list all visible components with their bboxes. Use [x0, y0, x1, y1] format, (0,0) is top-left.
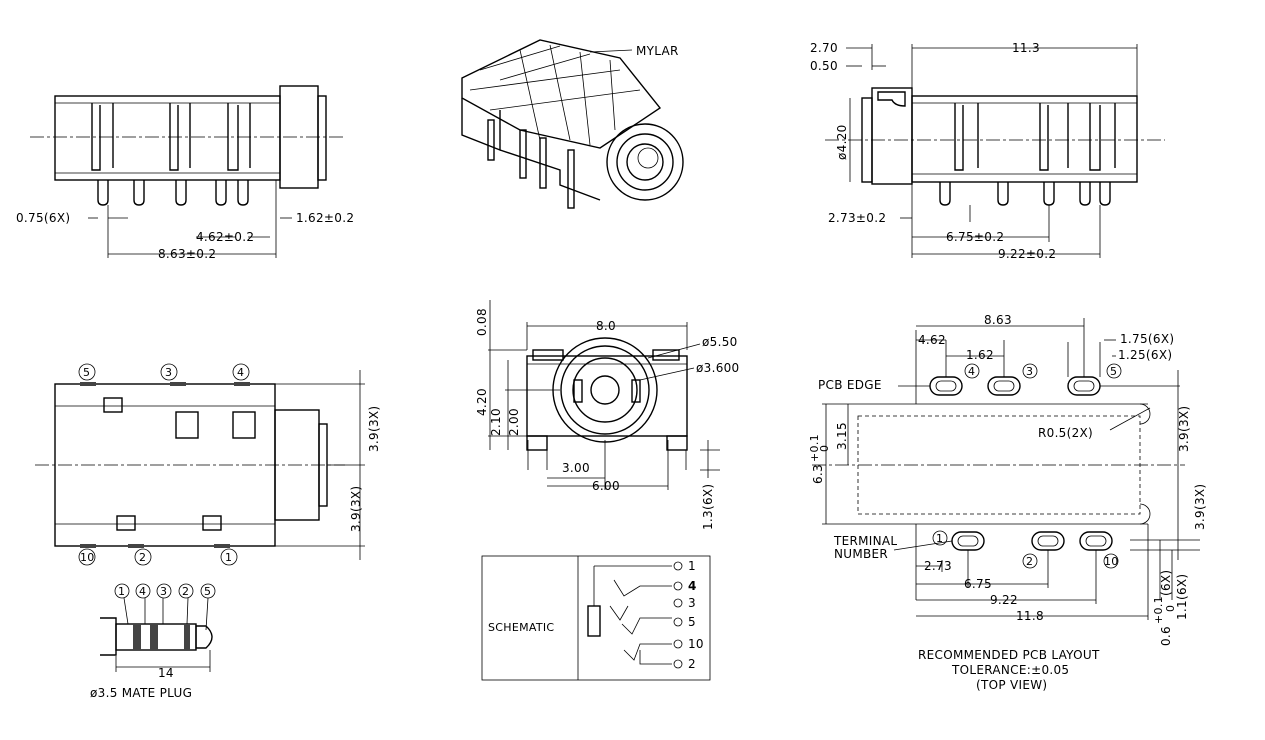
top-view-left: 5 3 4 10 2 1 3.9(3X) 3.9(3X) [35, 363, 381, 566]
dim-06-tol-minus: 0 [1164, 605, 1177, 612]
dim-420: ø4.20 [835, 124, 849, 160]
mate-plug: 1 4 3 2 5 14 ø3.5 MATE PLUG [90, 583, 216, 700]
dim-113: 11.3 [1012, 41, 1040, 55]
dim-550: ø5.50 [702, 335, 738, 349]
dim-210: 2.10 [489, 408, 503, 436]
pcb-layout: 4 3 5 1 2 10 8.63 4.62 1.62 1.75(6X) 1.2… [808, 313, 1207, 692]
dim-39-top: 3.9(3X) [1177, 406, 1191, 452]
dim-80: 8.0 [596, 319, 616, 333]
pin-label: 5 [83, 366, 90, 379]
dim-14: 14 [158, 666, 174, 680]
dim-63-tol-minus: 0 [818, 445, 831, 452]
dim-315: 3.15 [835, 422, 849, 450]
dim-273: 2.73 [924, 559, 952, 573]
pin-label: 1 [225, 551, 232, 564]
dim-06: 0.6 [1159, 626, 1173, 646]
dim-600: 6.00 [592, 479, 620, 493]
pin-labels-top: 5 3 4 [78, 363, 250, 381]
ring-label: 4 [139, 585, 146, 598]
dim-863: 8.63 [984, 313, 1012, 327]
pcb-caption: TOLERANCE:±0.05 [951, 663, 1069, 677]
pad-label: 3 [1026, 365, 1033, 378]
pad-label: 2 [1026, 555, 1033, 568]
pad-label: 10 [1104, 555, 1119, 568]
schematic-pin: 3 [688, 596, 696, 610]
dim-050: 0.50 [810, 59, 838, 73]
pad-label: 1 [936, 532, 943, 545]
schematic-title: SCHEMATIC [488, 621, 554, 634]
pad-label: 4 [968, 365, 975, 378]
dim-462: 4.62 [918, 333, 946, 347]
ring-label: 1 [118, 585, 125, 598]
pin-label: 2 [139, 551, 146, 564]
dim-675: 6.75 [964, 577, 992, 591]
dim-420: 4.20 [475, 388, 489, 416]
ring-label: 2 [182, 585, 189, 598]
dim-06-suffix: (6X) [1159, 570, 1173, 596]
side-view-right: 2.70 0.50 11.3 ø4.20 2.73±0.2 6.75±0.2 9… [810, 41, 1165, 261]
pad-label: 5 [1110, 365, 1117, 378]
pin-labels-bottom: 10 2 1 [78, 548, 238, 566]
front-view: 0.08 8.0 ø5.50 ø3.600 4.20 2.10 2.00 3.0… [475, 300, 740, 530]
schematic-pin: 5 [688, 615, 696, 629]
terminal-number-label: NUMBER [834, 547, 888, 561]
schematic-pin: 10 [688, 637, 704, 651]
isometric-view: MYLAR [461, 39, 684, 209]
dim-39-bot: 3.9(3X) [1193, 484, 1207, 530]
ring-label: 5 [204, 585, 211, 598]
schematic-pin: 2 [688, 657, 696, 671]
plug-caption: ø3.5 MATE PLUG [90, 686, 192, 700]
pcb-caption: (TOP VIEW) [976, 678, 1047, 692]
pcb-edge-label: PCB EDGE [818, 378, 882, 392]
pin-label: 3 [165, 366, 172, 379]
dim-13: 1.3(6X) [701, 484, 715, 530]
dim-273: 2.73±0.2 [828, 211, 886, 225]
dim-63: 6.3 [811, 464, 825, 484]
schematic: SCHEMATIC 1 4 3 5 10 2 [481, 555, 711, 681]
dim-11: 1.1(6X) [1175, 574, 1189, 620]
dim-270: 2.70 [810, 41, 838, 55]
dim-200: 2.00 [507, 408, 521, 436]
pin-label: 4 [237, 366, 244, 379]
ring-label: 3 [160, 585, 167, 598]
pin-label: 10 [80, 551, 95, 564]
dim-3600: ø3.600 [696, 361, 740, 375]
dim-mid: 4.62±0.2 [196, 230, 254, 244]
dim-175: 1.75(6X) [1120, 332, 1174, 346]
dim-39-top: 3.9(3X) [367, 406, 381, 452]
dim-right-offset: 1.62±0.2 [296, 211, 354, 225]
dim-008: 0.08 [475, 308, 489, 336]
dim-terminal-width: 0.75(6X) [16, 211, 70, 225]
dim-922: 9.22±0.2 [998, 247, 1056, 261]
radius-label: R0.5(2X) [1038, 426, 1093, 440]
dim-118: 11.8 [1016, 609, 1044, 623]
dim-922: 9.22 [990, 593, 1018, 607]
dim-162: 1.62 [966, 348, 994, 362]
dim-63-tol-plus: +0.1 [808, 434, 821, 462]
side-view-left: 0.75(6X) 1.62±0.2 4.62±0.2 8.63±0.2 [16, 85, 354, 261]
terminal-number-label: TERMINAL [833, 534, 897, 548]
pcb-caption: RECOMMENDED PCB LAYOUT [918, 648, 1100, 662]
pcb-pad-labels-bottom: 1 2 10 [932, 530, 1119, 569]
schematic-pin: 4 [688, 579, 697, 593]
dim-39-bot: 3.9(3X) [349, 486, 363, 532]
dim-675: 6.75±0.2 [946, 230, 1004, 244]
pcb-pad-labels-top: 4 3 5 [964, 363, 1122, 379]
dim-total: 8.63±0.2 [158, 247, 216, 261]
dim-125: 1.25(6X) [1118, 348, 1172, 362]
schematic-pin: 1 [688, 559, 696, 573]
mylar-label: MYLAR [636, 44, 679, 58]
dim-300: 3.00 [562, 461, 590, 475]
dim-06-tol-plus: +0.1 [1152, 596, 1165, 624]
